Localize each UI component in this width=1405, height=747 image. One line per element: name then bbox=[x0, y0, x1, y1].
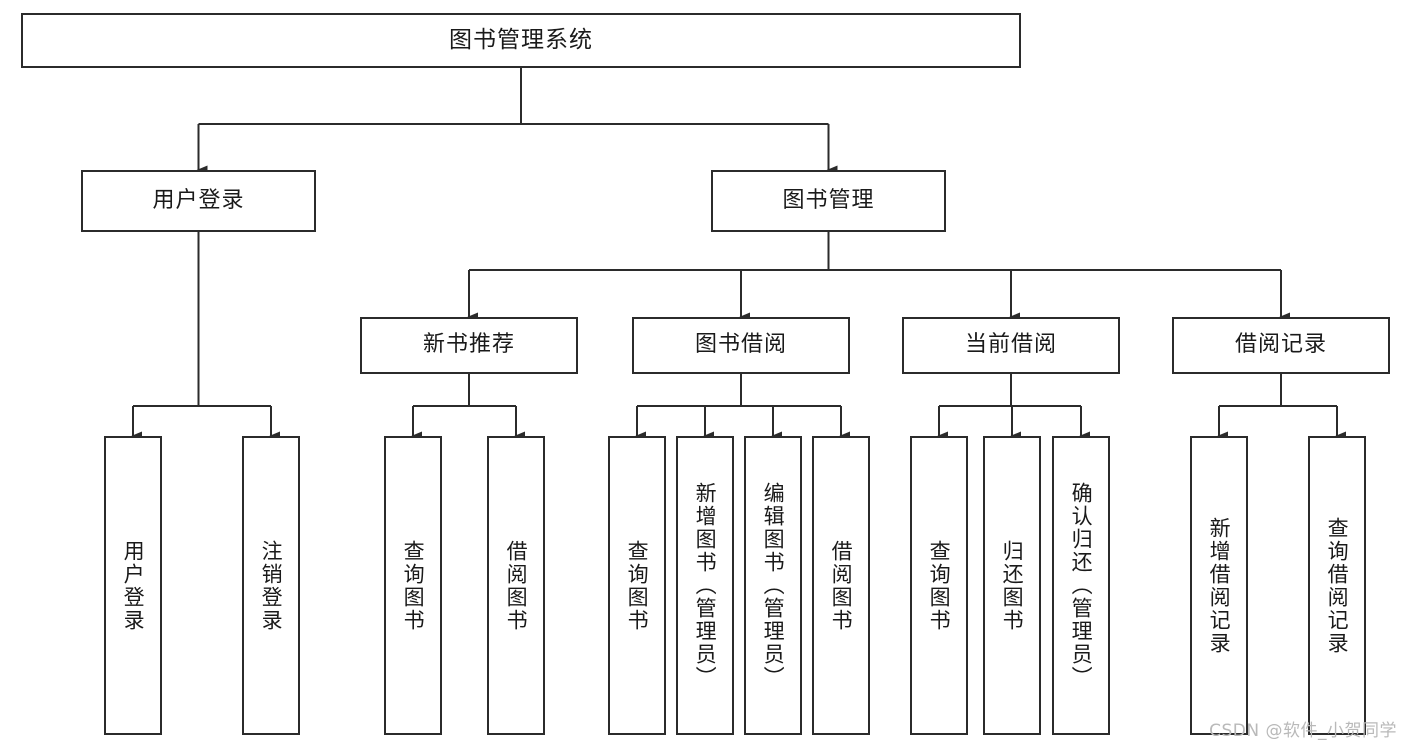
leaf-user-login[interactable]: 用户登录 bbox=[104, 436, 162, 735]
leaf-label: 新增图书（管理员） bbox=[693, 482, 718, 689]
node-borrow-record[interactable]: 借阅记录 bbox=[1172, 317, 1390, 374]
node-user-login[interactable]: 用户登录 bbox=[81, 170, 316, 232]
leaf-edit-book-admin[interactable]: 编辑图书（管理员） bbox=[744, 436, 802, 735]
leaf-label: 编辑图书（管理员） bbox=[761, 482, 786, 689]
leaf-borrow-book[interactable]: 借阅图书 bbox=[812, 436, 870, 735]
leaf-label: 确认归还（管理员） bbox=[1069, 482, 1094, 689]
leaf-label: 借阅图书 bbox=[829, 539, 854, 632]
leaf-return-book[interactable]: 归还图书 bbox=[983, 436, 1041, 735]
leaf-label: 查询图书 bbox=[927, 539, 952, 632]
node-new-book-recommend[interactable]: 新书推荐 bbox=[360, 317, 578, 374]
leaf-query-book-borrow[interactable]: 查询图书 bbox=[608, 436, 666, 735]
leaf-label: 查询图书 bbox=[625, 539, 650, 632]
leaf-confirm-return-admin[interactable]: 确认归还（管理员） bbox=[1052, 436, 1110, 735]
leaf-borrow-book-rec[interactable]: 借阅图书 bbox=[487, 436, 545, 735]
node-book-borrow[interactable]: 图书借阅 bbox=[632, 317, 850, 374]
node-book-manage[interactable]: 图书管理 bbox=[711, 170, 946, 232]
leaf-label: 注销登录 bbox=[259, 539, 284, 632]
leaf-label: 用户登录 bbox=[121, 539, 146, 632]
leaf-query-book-current[interactable]: 查询图书 bbox=[910, 436, 968, 735]
leaf-label: 查询借阅记录 bbox=[1325, 516, 1350, 655]
leaf-label: 归还图书 bbox=[1000, 539, 1025, 632]
leaf-add-borrow-record[interactable]: 新增借阅记录 bbox=[1190, 436, 1248, 735]
leaf-label: 新增借阅记录 bbox=[1207, 516, 1232, 655]
leaf-add-book-admin[interactable]: 新增图书（管理员） bbox=[676, 436, 734, 735]
watermark: CSDN @软件_小贺同学 bbox=[1209, 721, 1397, 741]
leaf-logout-login[interactable]: 注销登录 bbox=[242, 436, 300, 735]
leaf-query-book-rec[interactable]: 查询图书 bbox=[384, 436, 442, 735]
node-root[interactable]: 图书管理系统 bbox=[21, 13, 1021, 68]
leaf-label: 借阅图书 bbox=[504, 539, 529, 632]
leaf-query-borrow-record[interactable]: 查询借阅记录 bbox=[1308, 436, 1366, 735]
leaf-label: 查询图书 bbox=[401, 539, 426, 632]
node-current-borrow[interactable]: 当前借阅 bbox=[902, 317, 1120, 374]
